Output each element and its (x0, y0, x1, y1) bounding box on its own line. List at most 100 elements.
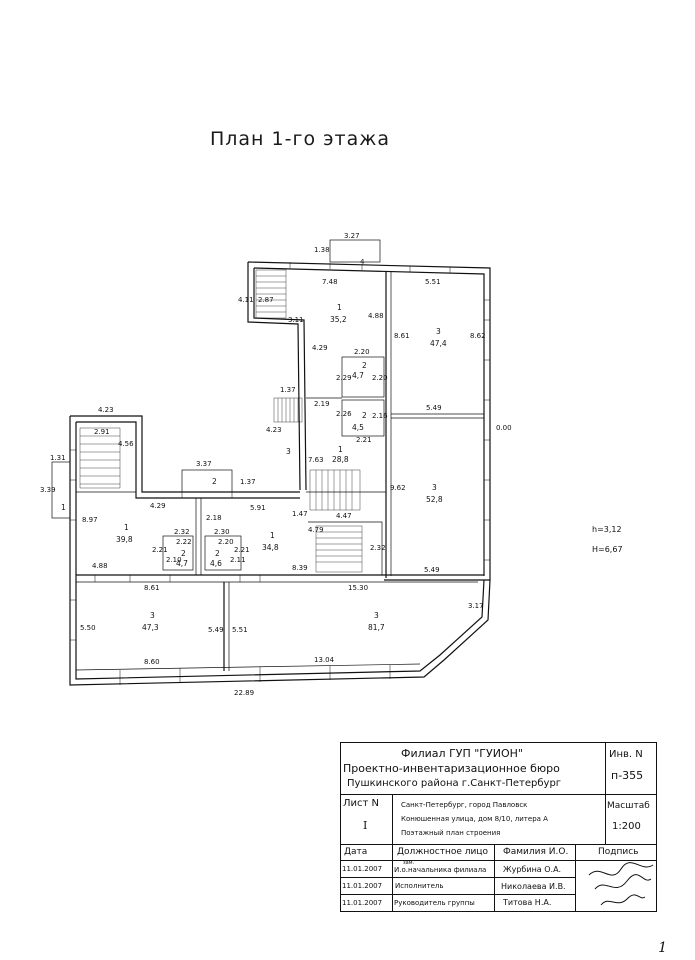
room-area: 47,4 (430, 339, 447, 348)
row-name: Николаева И.В. (501, 882, 566, 891)
dim: 2.20 (354, 348, 370, 356)
scale-label: Масштаб (607, 801, 650, 811)
dim: 7.63 (308, 456, 324, 464)
dim: 5.50 (80, 624, 96, 632)
table-row: Руководитель группы (393, 895, 495, 911)
room-number: 3 (150, 611, 155, 620)
dim: 2.32 (370, 544, 386, 552)
dim: 2.26 (336, 410, 352, 418)
room-labels: 1 35,2 3 47,4 2 4,7 2 4,5 1 28,8 3 52,8 … (61, 303, 447, 632)
title-block: Филиал ГУП "ГУИОН" Проектно-инвентаризац… (340, 742, 657, 912)
room-area: 4,7 (352, 371, 364, 380)
room-area: 39,8 (116, 535, 133, 544)
dim: 5.49 (426, 404, 442, 412)
dim: 4.47 (336, 512, 352, 520)
plan-title: План 1-го этажа (209, 128, 391, 150)
col-date-header: Дата (341, 845, 393, 861)
room-area: 4,7 (176, 559, 188, 568)
dim: 4 (360, 258, 365, 266)
wc-block-lower (341, 399, 385, 437)
table-row: Николаева И.В. (495, 878, 576, 895)
room-area: 35,2 (330, 315, 347, 324)
dim: 2.22 (176, 538, 192, 546)
porch-mid (181, 469, 233, 493)
org-name: Филиал ГУП "ГУИОН" (401, 747, 523, 760)
row-note: зам. (403, 860, 415, 866)
row-date: 11.01.2007 (342, 899, 383, 907)
dim: 7.48 (322, 278, 338, 286)
dim: 1.37 (240, 478, 256, 486)
outer-wall-north-block-inner (253, 267, 485, 576)
room-number: 1 (61, 503, 66, 512)
dim: 3.27 (344, 232, 360, 240)
dim: 2.18 (206, 514, 222, 522)
dim: 8.62 (470, 332, 486, 340)
dim: 2.32 (174, 528, 190, 536)
west-wall (69, 416, 491, 686)
room-number: 2 (181, 549, 186, 558)
south-wall-line (75, 663, 421, 671)
sheet-value: I (363, 819, 368, 832)
col-name-label: Фамилия И.О. (503, 847, 569, 857)
dim: 3.37 (196, 460, 212, 468)
page-number: 1 (658, 940, 667, 956)
dim: 2.30 (214, 528, 230, 536)
signature-image (588, 862, 654, 906)
porch-top (329, 239, 381, 263)
row-date: 11.01.2007 (342, 865, 383, 873)
dim: 4.88 (92, 562, 108, 570)
dim: 9.62 (390, 484, 406, 492)
dim: 2.87 (258, 296, 274, 304)
dim: 4.29 (150, 502, 166, 510)
inv-label: Инв. N (609, 749, 643, 760)
room-area: 81,7 (368, 623, 385, 632)
dim: 4.23 (98, 406, 114, 414)
inv-cell: Инв. N п-355 (606, 743, 656, 795)
sheet-label: Лист N (343, 798, 380, 809)
dim: 2.21 (356, 436, 372, 444)
dim: 3.17 (468, 602, 484, 610)
row-position: И.о.начальника филиала (394, 866, 487, 874)
dim: 2.16 (372, 412, 388, 420)
address-line-2: Конюшенная улица, дом 8/10, литера А (401, 815, 548, 823)
table-row: 11.01.2007 (341, 861, 393, 878)
room-area: 4,6 (210, 559, 222, 568)
staircase-corridor (273, 397, 303, 423)
porch-left (51, 461, 71, 519)
org-cell: Филиал ГУП "ГУИОН" Проектно-инвентаризац… (341, 743, 606, 795)
row-name: Титова Н.А. (503, 898, 552, 907)
dim: 5.51 (425, 278, 441, 286)
room-number: 1 (124, 523, 129, 532)
col-sign-label: Подпись (598, 847, 639, 857)
table-row: Журбина О.А. (495, 861, 576, 878)
small-wc-a (162, 535, 194, 571)
room-number: 1 (338, 445, 343, 454)
address-line-1: Санкт-Петербург, город Павловск (401, 801, 528, 809)
room-number: 2 (362, 361, 367, 370)
room-number: 2 (212, 477, 217, 486)
left-wing-walls-inner (76, 421, 300, 499)
scale-value: 1:200 (612, 821, 641, 832)
wc-block-upper (341, 356, 385, 398)
dim: 5.49 (424, 566, 440, 574)
col-date-label: Дата (344, 847, 368, 857)
dim: 3.39 (40, 486, 56, 494)
room-area: 52,8 (426, 495, 443, 504)
dim: 2.29 (336, 374, 352, 382)
dim: 4.79 (308, 526, 324, 534)
org-district: Пушкинского района г.Санкт-Петербург (347, 778, 562, 789)
room-area: 34,8 (262, 543, 279, 552)
dim: 1.31 (50, 454, 66, 462)
dim: 8.61 (394, 332, 410, 340)
room-number: 3 (374, 611, 379, 620)
col-name-header: Фамилия И.О. (495, 845, 576, 861)
dim: 2.20 (218, 538, 234, 546)
room-area: 47,3 (142, 623, 159, 632)
tower-west-wall-inner (253, 268, 307, 491)
dim: 2.20 (372, 374, 388, 382)
dim: 5.91 (250, 504, 266, 512)
dimension-labels: 1.38 3.27 4 7.48 5.51 4.11 2.87 3.11 4.8… (40, 232, 512, 697)
dim: 4.56 (118, 440, 134, 448)
dim: 1.38 (314, 246, 330, 254)
stair-room-wall (308, 521, 383, 575)
